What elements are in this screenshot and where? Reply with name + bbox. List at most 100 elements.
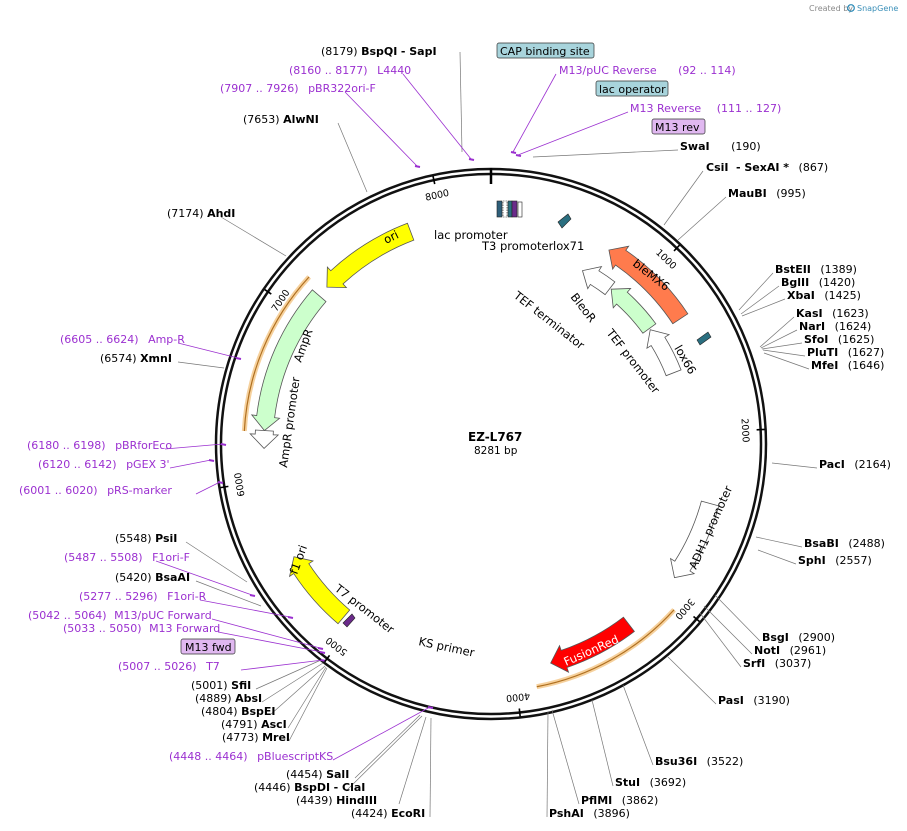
- bglii-name: BglII: [781, 276, 809, 289]
- svg-text:(7653) AlwNI: (7653) AlwNI: [243, 113, 319, 126]
- leader-lines: [155, 51, 818, 818]
- psii-name: PsiI: [155, 532, 177, 545]
- bspqi-name: BspQI: [361, 45, 397, 58]
- svg-text:(5420) BsaAI: (5420) BsaAI: [115, 571, 190, 584]
- lac-operator-box: lac operator: [599, 83, 666, 96]
- leader-line: [759, 316, 795, 348]
- leader-line: [177, 361, 225, 369]
- svg-text:SfoI (1625): SfoI (1625): [804, 333, 874, 346]
- svg-text:(6001 .. 6020) pRS-marker: (6001 .. 6020) pRS-marker: [19, 484, 172, 497]
- leader-line: [345, 715, 423, 792]
- leader-line: [287, 666, 327, 729]
- leader-line: [195, 580, 262, 607]
- primer-leader: [164, 443, 224, 450]
- primer-site: [235, 357, 242, 360]
- ori-arrow: [326, 222, 415, 289]
- nari-name: NarI: [799, 320, 825, 333]
- snapgene-brand: SnapGene: [857, 4, 898, 13]
- f1-ori-arrow: [288, 556, 351, 625]
- clai-name: - ClaI: [334, 781, 366, 794]
- leader-line: [546, 711, 549, 818]
- cap-site-glyph: [496, 200, 503, 218]
- ahdi-name: AhdI: [207, 207, 235, 220]
- svg-text:(4439) HindIII: (4439) HindIII: [296, 794, 377, 807]
- pasi-name: PasI: [718, 694, 744, 707]
- t3-promoter-label: T3 promoter: [481, 239, 554, 253]
- svg-text:(4448 .. 4464) pBluescriptKS: (4448 .. 4464) pBluescriptKS: [169, 750, 333, 763]
- tick-label: 6000: [233, 472, 248, 498]
- m13-fwd-box: M13 fwd: [185, 641, 232, 654]
- primer-leader: [217, 631, 323, 653]
- sphi-name: SphI: [798, 554, 826, 567]
- primer-site: [220, 443, 227, 446]
- tick-mark: [432, 176, 436, 185]
- m13-reverse-primer: M13 Reverse: [630, 102, 701, 115]
- primer-leader: [177, 342, 239, 359]
- leader-line: [703, 605, 753, 655]
- asci-name: AscI: [261, 718, 287, 731]
- svg-text:NotI (2961): NotI (2961): [754, 644, 826, 657]
- hindiii-name: HindIII: [336, 794, 377, 807]
- tick-mark: [220, 485, 229, 489]
- leader-line: [354, 714, 421, 779]
- primer-site: [515, 154, 522, 157]
- leader-line: [459, 51, 463, 153]
- amp-r-primer: Amp-R: [148, 333, 185, 346]
- restriction-labels: (8179) BspQI - SapI (7653) AlwNI (7174) …: [100, 45, 437, 820]
- fusionred-orf-line: [536, 609, 675, 688]
- svg-text:(6180 .. 6198) pBRforEco: (6180 .. 6198) pBRforEco: [27, 439, 172, 452]
- watermark-text: Created by: [809, 4, 853, 13]
- leader-line: [740, 285, 780, 315]
- prs-marker-primer: pRS-marker: [107, 484, 172, 497]
- svg-text:(6120 .. 6142) pGEX 3': (6120 .. 6142) pGEX 3': [38, 458, 170, 471]
- ori-label: ori: [381, 228, 401, 247]
- primer-site: [208, 459, 215, 462]
- svg-text:M13/pUC Reverse (92 .. 114): M13/pUC Reverse (92 .. 114): [559, 64, 736, 77]
- leader-line: [261, 662, 324, 703]
- pshai-name: PshAI: [549, 807, 584, 820]
- svg-text:(4804) BspEI: (4804) BspEI: [201, 705, 276, 718]
- alwni-name: AlwNI: [283, 113, 319, 126]
- tick-mark: [518, 708, 521, 717]
- absi-name: AbsI: [235, 692, 262, 705]
- leader-line: [757, 549, 797, 565]
- leader-line: [255, 659, 322, 690]
- leader-line: [714, 594, 761, 642]
- svg-text:(7174) AhdI: (7174) AhdI: [167, 207, 235, 220]
- leader-line: [288, 667, 328, 742]
- svg-text:BglII (1420): BglII (1420): [781, 276, 855, 289]
- leader-line: [755, 536, 803, 548]
- leader-line: [667, 656, 717, 705]
- ampr-promoter-arrow: [249, 429, 280, 450]
- tick-mark: [673, 244, 681, 252]
- paci-name: PacI: [819, 458, 845, 471]
- svg-text:SrfI (3037): SrfI (3037): [743, 657, 811, 670]
- primer-site: [319, 651, 326, 654]
- tef-promoter-arrow: [646, 329, 682, 377]
- fusionred-arrow: [550, 616, 635, 673]
- swai-name: SwaI: [680, 140, 710, 153]
- svg-text:BsaBI (2488): BsaBI (2488): [804, 537, 885, 550]
- svg-text:(5548) PsiI: (5548) PsiI: [115, 532, 177, 545]
- pbrforeco-primer: pBRforEco: [115, 439, 172, 452]
- bleor-label: BleoR: [568, 290, 599, 325]
- primer-leader: [344, 91, 418, 167]
- leader-line: [551, 709, 580, 805]
- cap-binding-site-box: CAP binding site: [500, 45, 590, 58]
- leader-line: [622, 684, 654, 766]
- leader-line: [398, 716, 427, 805]
- adh1-promoter-arrow: [669, 500, 720, 579]
- sali-name: SalI: [326, 768, 349, 781]
- svg-text:MauBI (995): MauBI (995): [728, 187, 806, 200]
- pflmi-name: PflMI: [581, 794, 612, 807]
- sexai-name: - SexAI *: [736, 161, 789, 174]
- svg-text:XbaI (1425): XbaI (1425): [787, 289, 861, 302]
- lac-promoter-label: lac promoter: [434, 228, 508, 242]
- bsu36i-name: Bsu36I: [655, 755, 697, 768]
- primer-leader: [211, 618, 321, 649]
- primer-site: [468, 158, 475, 161]
- srfi-name: SrfI: [743, 657, 765, 670]
- bsabi-name: BsaBI: [804, 537, 839, 550]
- blemx6-arrow: [608, 245, 689, 325]
